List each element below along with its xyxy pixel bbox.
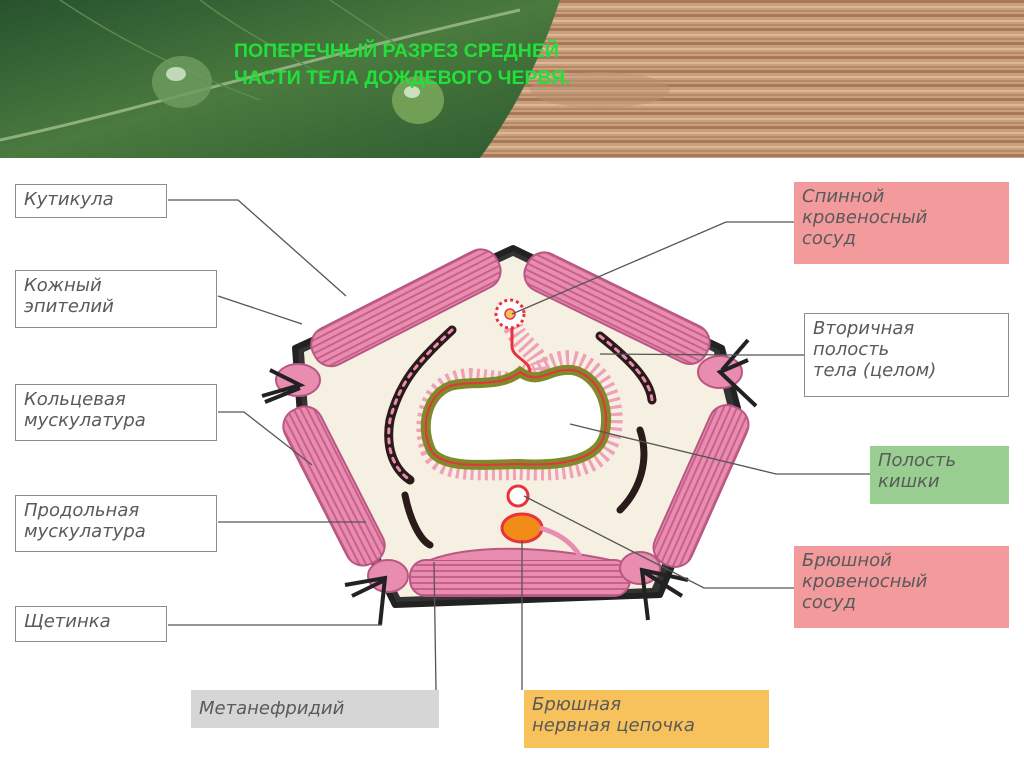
label-seta: Щетинка [15,606,167,642]
label-longitudinal-muscles: Продольная мускулатура [15,495,217,552]
dorsal-vessel [494,298,526,330]
label-metanephridium-text: Метанефридий [199,698,345,719]
label-circular-muscles-line2: мускулатура [24,410,146,431]
label-gut-cavity: Полость кишки [870,446,1009,504]
label-circular-muscles: Кольцевая мускулатура [15,384,217,441]
label-ventral-vessel-line2: кровеносный [802,571,928,592]
earthworm-cross-section [168,199,870,691]
label-skin-epithelium-line2: эпителий [24,296,114,317]
label-ventral-vessel-line1: Брюшной [802,550,892,571]
label-dorsal-vessel: Спинной кровеносный сосуд [794,182,1009,264]
label-ventral-nerve-cord-line2: нервная цепочка [532,715,695,736]
label-metanephridium: Метанефридий [191,690,439,728]
label-ventral-nerve-cord: Брюшная нервная цепочка [524,690,769,748]
label-coelom-line1: Вторичная [813,318,915,339]
ventral-structures [500,484,583,558]
label-longitudinal-muscles-line1: Продольная [24,500,140,521]
label-ventral-vessel: Брюшной кровеносный сосуд [794,546,1009,628]
label-coelom-line3: тела (целом) [813,360,937,381]
label-cuticle: Кутикула [15,184,167,218]
label-dorsal-vessel-line2: кровеносный [802,207,928,228]
slide-title: ПОПЕРЕЧНЫЙ РАЗРЕЗ СРЕДНЕЙ ЧАСТИ ТЕЛА ДОЖ… [234,38,754,92]
label-coelom-line2: полость [813,339,890,360]
label-cuticle-text: Кутикула [24,189,114,210]
title-banner: ПОПЕРЕЧНЫЙ РАЗРЕЗ СРЕДНЕЙ ЧАСТИ ТЕЛА ДОЖ… [0,0,1024,158]
leader-lines [168,199,870,691]
label-ventral-nerve-cord-line1: Брюшная [532,694,622,715]
label-longitudinal-muscles-line2: мускулатура [24,521,146,542]
banner-photo [0,0,1024,158]
setae [261,338,758,626]
label-gut-cavity-line1: Полость [878,450,957,471]
slide-title-line1: ПОПЕРЕЧНЫЙ РАЗРЕЗ СРЕДНЕЙ [234,40,559,62]
label-dorsal-vessel-line1: Спинной [802,186,885,207]
intestine [416,318,623,481]
label-circular-muscles-line1: Кольцевая [24,389,126,410]
slide-title-line2: ЧАСТИ ТЕЛА ДОЖДЕВОГО ЧЕРВЯ. [234,67,571,89]
label-dorsal-vessel-line3: сосуд [802,228,856,249]
longitudinal-muscles [282,248,750,597]
label-skin-epithelium-line1: Кожный [24,275,102,296]
label-ventral-vessel-line3: сосуд [802,592,856,613]
label-seta-text: Щетинка [24,611,111,632]
metanephridia [384,325,657,549]
label-gut-cavity-line2: кишки [878,471,940,492]
label-coelom: Вторичная полость тела (целом) [804,313,1009,397]
label-skin-epithelium: Кожный эпителий [15,270,217,328]
